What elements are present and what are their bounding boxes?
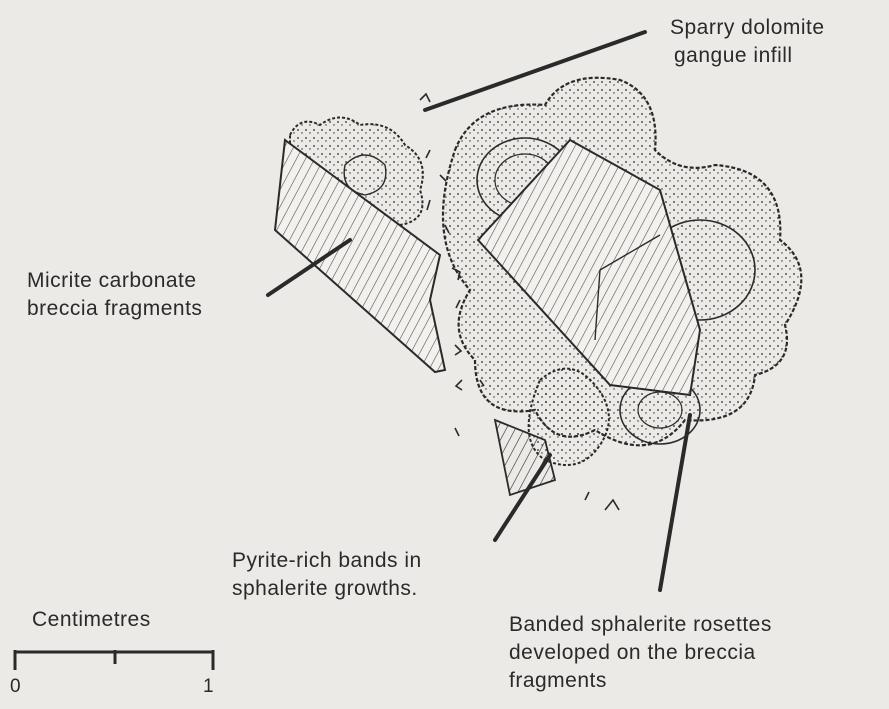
label-line: fragments bbox=[509, 667, 772, 695]
label-line: sphalerite growths. bbox=[232, 575, 422, 603]
scale-tick-0: 0 bbox=[10, 676, 21, 698]
label-line: gangue infill bbox=[670, 42, 825, 70]
scale-bar bbox=[15, 650, 213, 670]
scale-title: Centimetres bbox=[32, 606, 151, 634]
banded-sphalerite-label: Banded sphalerite rosettes developed on … bbox=[509, 611, 772, 695]
scale-tick-1: 1 bbox=[203, 676, 214, 698]
micrite-label: Micrite carbonate breccia fragments bbox=[27, 267, 202, 323]
label-line: Sparry dolomite bbox=[670, 14, 825, 42]
label-line: Micrite carbonate bbox=[27, 267, 202, 295]
label-line: developed on the breccia bbox=[509, 639, 772, 667]
label-line: Pyrite-rich bands in bbox=[232, 547, 422, 575]
sparry-dolomite-label: Sparry dolomite gangue infill bbox=[670, 14, 825, 70]
label-line: Banded sphalerite rosettes bbox=[509, 611, 772, 639]
label-line: breccia fragments bbox=[27, 295, 202, 323]
pyrite-label: Pyrite-rich bands in sphalerite growths. bbox=[232, 547, 422, 603]
